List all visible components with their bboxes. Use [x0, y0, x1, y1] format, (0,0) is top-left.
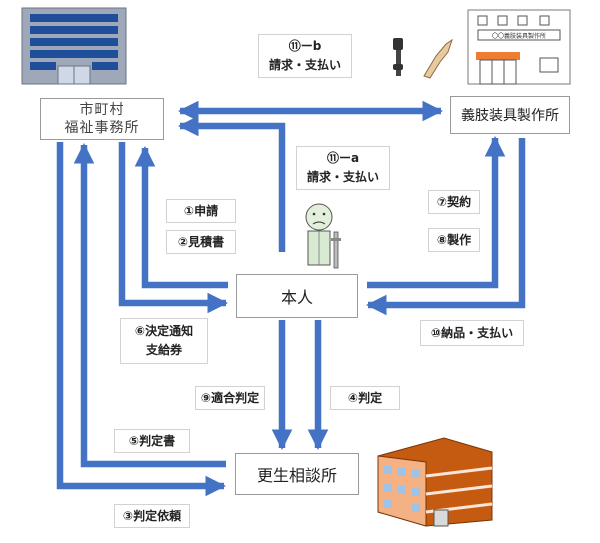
- billing-b-text: 請求・支払い: [268, 58, 341, 72]
- contract-arrow: [367, 135, 506, 289]
- fitting-judgment-label: ⑨適合判定: [195, 386, 265, 410]
- billing-a-text: 請求・支払い: [306, 170, 379, 184]
- delivery-arrow: [365, 138, 526, 316]
- billing-a-step: ⑪ーa: [326, 151, 360, 166]
- decision-notice-label: ⑥決定通知 支給券: [120, 318, 208, 364]
- decision-notice-line1: ⑥決定通知: [134, 324, 194, 339]
- apartment-building-icon: [377, 437, 493, 527]
- judgment-request-label: ③判定依頼: [114, 504, 190, 528]
- prosthetic-leg-icon: [393, 38, 403, 76]
- billing-b-step: ⑪ーb: [288, 39, 322, 54]
- office-building-icon: [21, 7, 127, 85]
- maker-building-icon: 〇〇義肢装具製作所: [467, 9, 571, 85]
- decision-notice-arrow: [118, 142, 229, 314]
- contract-label: ⑦契約: [428, 190, 480, 214]
- prosthetic-arm-icon: [423, 38, 453, 79]
- estimate-label: ②見積書: [166, 230, 236, 254]
- delivery-payment-label: ⑩納品・支払い: [420, 320, 524, 346]
- billing-a-label: ⑪ーa 請求・支払い: [296, 146, 390, 190]
- application-arrow: [134, 145, 228, 289]
- judgment-label: ④判定: [330, 386, 400, 410]
- person-icon: [305, 203, 341, 269]
- rehabilitation-center-box: 更生相談所: [235, 453, 359, 495]
- application-label: ①申請: [166, 199, 236, 223]
- judgment-request-arrow: [56, 142, 227, 497]
- city-office-line1: 市町村: [79, 101, 125, 118]
- city-welfare-office-box: 市町村 福祉事務所: [40, 98, 164, 140]
- billing-b-label: ⑪ーb 請求・支払い: [258, 34, 352, 78]
- prosthetics-maker-box: 義肢装具製作所: [450, 96, 570, 134]
- self-box: 本人: [236, 274, 358, 318]
- production-label: ⑧製作: [428, 228, 480, 252]
- decision-notice-line2: 支給券: [145, 343, 182, 357]
- judgment-document-label: ⑤判定書: [114, 429, 190, 453]
- billing-a-arrow: [177, 115, 286, 252]
- city-office-line2: 福祉事務所: [64, 120, 140, 136]
- judgment-document-arrow: [73, 142, 226, 468]
- maker-building-sign: 〇〇義肢装具製作所: [492, 32, 546, 40]
